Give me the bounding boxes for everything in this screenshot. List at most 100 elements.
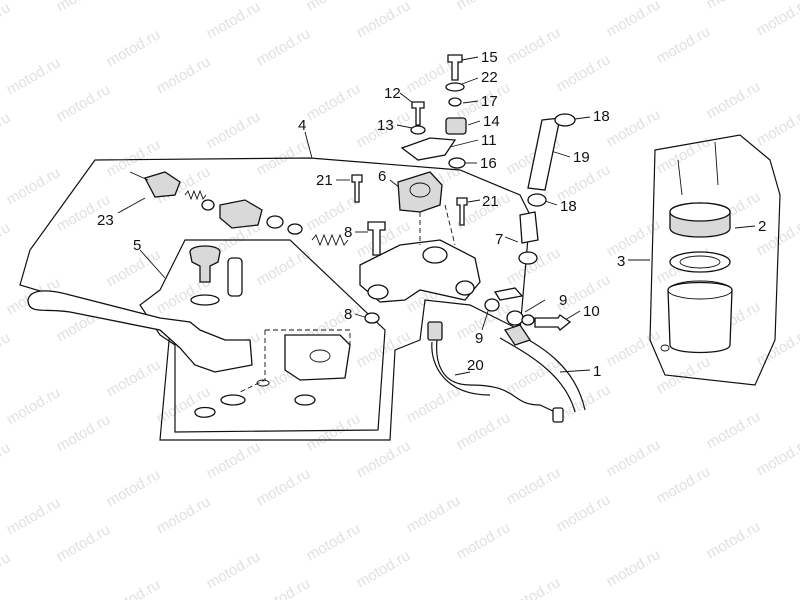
watermark-text: motod.ru: [204, 0, 264, 42]
callout-8a: 8: [344, 224, 352, 241]
watermark-text: motod.ru: [604, 0, 664, 40]
watermark-text: motod.ru: [4, 54, 64, 98]
reservoir-drain: [660, 344, 670, 352]
watermark-text: motod.ru: [0, 439, 13, 483]
watermark-text: motod.ru: [254, 575, 314, 600]
callout-22: 22: [481, 69, 498, 86]
watermark-text: motod.ru: [304, 520, 364, 564]
switch-connector: [552, 407, 564, 423]
watermark-text: motod.ru: [754, 325, 800, 369]
banjo-washer-2: [506, 310, 524, 326]
watermark-text: motod.ru: [254, 465, 314, 509]
watermark-text: motod.ru: [54, 0, 114, 15]
watermark-text: motod.ru: [354, 0, 414, 41]
watermark-text: motod.ru: [54, 81, 114, 125]
reservoir-diaphragm-inner: [679, 255, 721, 269]
callout-18a: 18: [593, 108, 610, 125]
watermark-text: motod.ru: [104, 466, 164, 510]
lever-washer: [190, 294, 220, 306]
watermark-text: motod.ru: [454, 0, 514, 13]
callout-8b: 8: [344, 306, 352, 323]
reservoir-screw-right: [714, 141, 719, 186]
reservoir-body-rim: [667, 280, 733, 300]
callout-21b: 21: [482, 193, 499, 210]
callout-16: 16: [480, 155, 497, 172]
callout-18b: 18: [560, 198, 577, 215]
reservoir-cap-top: [669, 202, 731, 222]
callout-20: 20: [467, 357, 484, 374]
bleeder-screw: [493, 287, 524, 301]
watermark-text: motod.ru: [0, 549, 13, 593]
watermark-text: motod.ru: [304, 410, 364, 454]
watermark-text: motod.ru: [4, 494, 64, 538]
mc-outlet-port: [455, 280, 475, 296]
lever-bracket-plate: [284, 334, 351, 381]
callout-23: 23: [97, 212, 114, 229]
piston-spring-small: [184, 189, 207, 201]
bush-16: [448, 157, 466, 169]
watermark-text: motod.ru: [354, 547, 414, 591]
switch-wire-2: [431, 341, 491, 396]
callout-7: 7: [495, 231, 503, 248]
lever-washer-small: [294, 394, 316, 406]
callout-5: 5: [133, 237, 141, 254]
brake-hose-inner: [499, 337, 576, 413]
piston-seal-2: [287, 223, 303, 235]
callout-14: 14: [483, 113, 500, 130]
callout-19: 19: [573, 149, 590, 166]
watermark-text: motod.ru: [504, 24, 564, 68]
clamp-dashed-guide: [419, 204, 456, 246]
lever-circlip: [194, 406, 216, 418]
callout-3: 3: [617, 253, 625, 270]
watermark-text: motod.ru: [404, 492, 464, 536]
watermark-text: motod.ru: [604, 326, 664, 370]
lever-small-ring: [256, 379, 270, 387]
mc-reservoir-port: [422, 246, 448, 264]
watermark-text: motod.ru: [604, 216, 664, 260]
watermark-text: motod.ru: [204, 108, 264, 152]
watermark-text: motod.ru: [704, 408, 764, 452]
watermark-text: motod.ru: [204, 548, 264, 592]
watermark-text: motod.ru: [304, 190, 364, 234]
callout-2: 2: [758, 218, 766, 235]
reservoir-hose: [527, 117, 561, 191]
watermark-text: motod.ru: [154, 493, 214, 537]
reservoir-body: [667, 281, 733, 354]
cap-screw-15: [447, 54, 463, 81]
watermark-text: motod.ru: [104, 356, 164, 400]
clamp-bolt-right: [456, 197, 468, 226]
watermark-text: motod.ru: [0, 0, 13, 43]
cover-plate-11: [400, 137, 457, 161]
watermark-text: motod.ru: [654, 23, 714, 67]
watermark-text: motod.ru: [654, 133, 714, 177]
reservoir-frame-3: [649, 134, 781, 386]
handlebar-clamp: [397, 171, 443, 213]
banjo-bolt: [534, 314, 572, 331]
watermark-text: motod.ru: [504, 244, 564, 288]
watermark-text: motod.ru: [0, 219, 13, 263]
hose-fitting: [519, 211, 539, 244]
reservoir-screw-left: [677, 159, 683, 196]
callout-21a: 21: [316, 172, 333, 189]
watermark-text: motod.ru: [254, 245, 314, 289]
watermark-text: motod.ru: [404, 382, 464, 426]
watermark-text: motod.ru: [4, 384, 64, 428]
watermark-text: motod.ru: [504, 574, 564, 600]
mc-lever-eye: [367, 284, 389, 300]
piston-rod: [129, 171, 149, 181]
watermark-text: motod.ru: [604, 436, 664, 480]
piston-seal-1: [266, 215, 284, 229]
watermark-text: motod.ru: [254, 135, 314, 179]
fitting-seal: [518, 251, 538, 265]
reservoir-diaphragm: [669, 251, 731, 273]
watermark-text: motod.ru: [754, 435, 800, 479]
watermark-text: motod.ru: [54, 411, 114, 455]
banjo-washer-1: [484, 298, 500, 312]
lever-frame-5: [139, 239, 386, 433]
clamp-bolt-left: [351, 174, 363, 203]
watermark-text: motod.ru: [304, 80, 364, 124]
callout-1: 1: [593, 363, 601, 380]
watermark-text: motod.ru: [554, 491, 614, 535]
hose-clip-lower: [527, 193, 547, 207]
watermark-text: motod.ru: [504, 464, 564, 508]
